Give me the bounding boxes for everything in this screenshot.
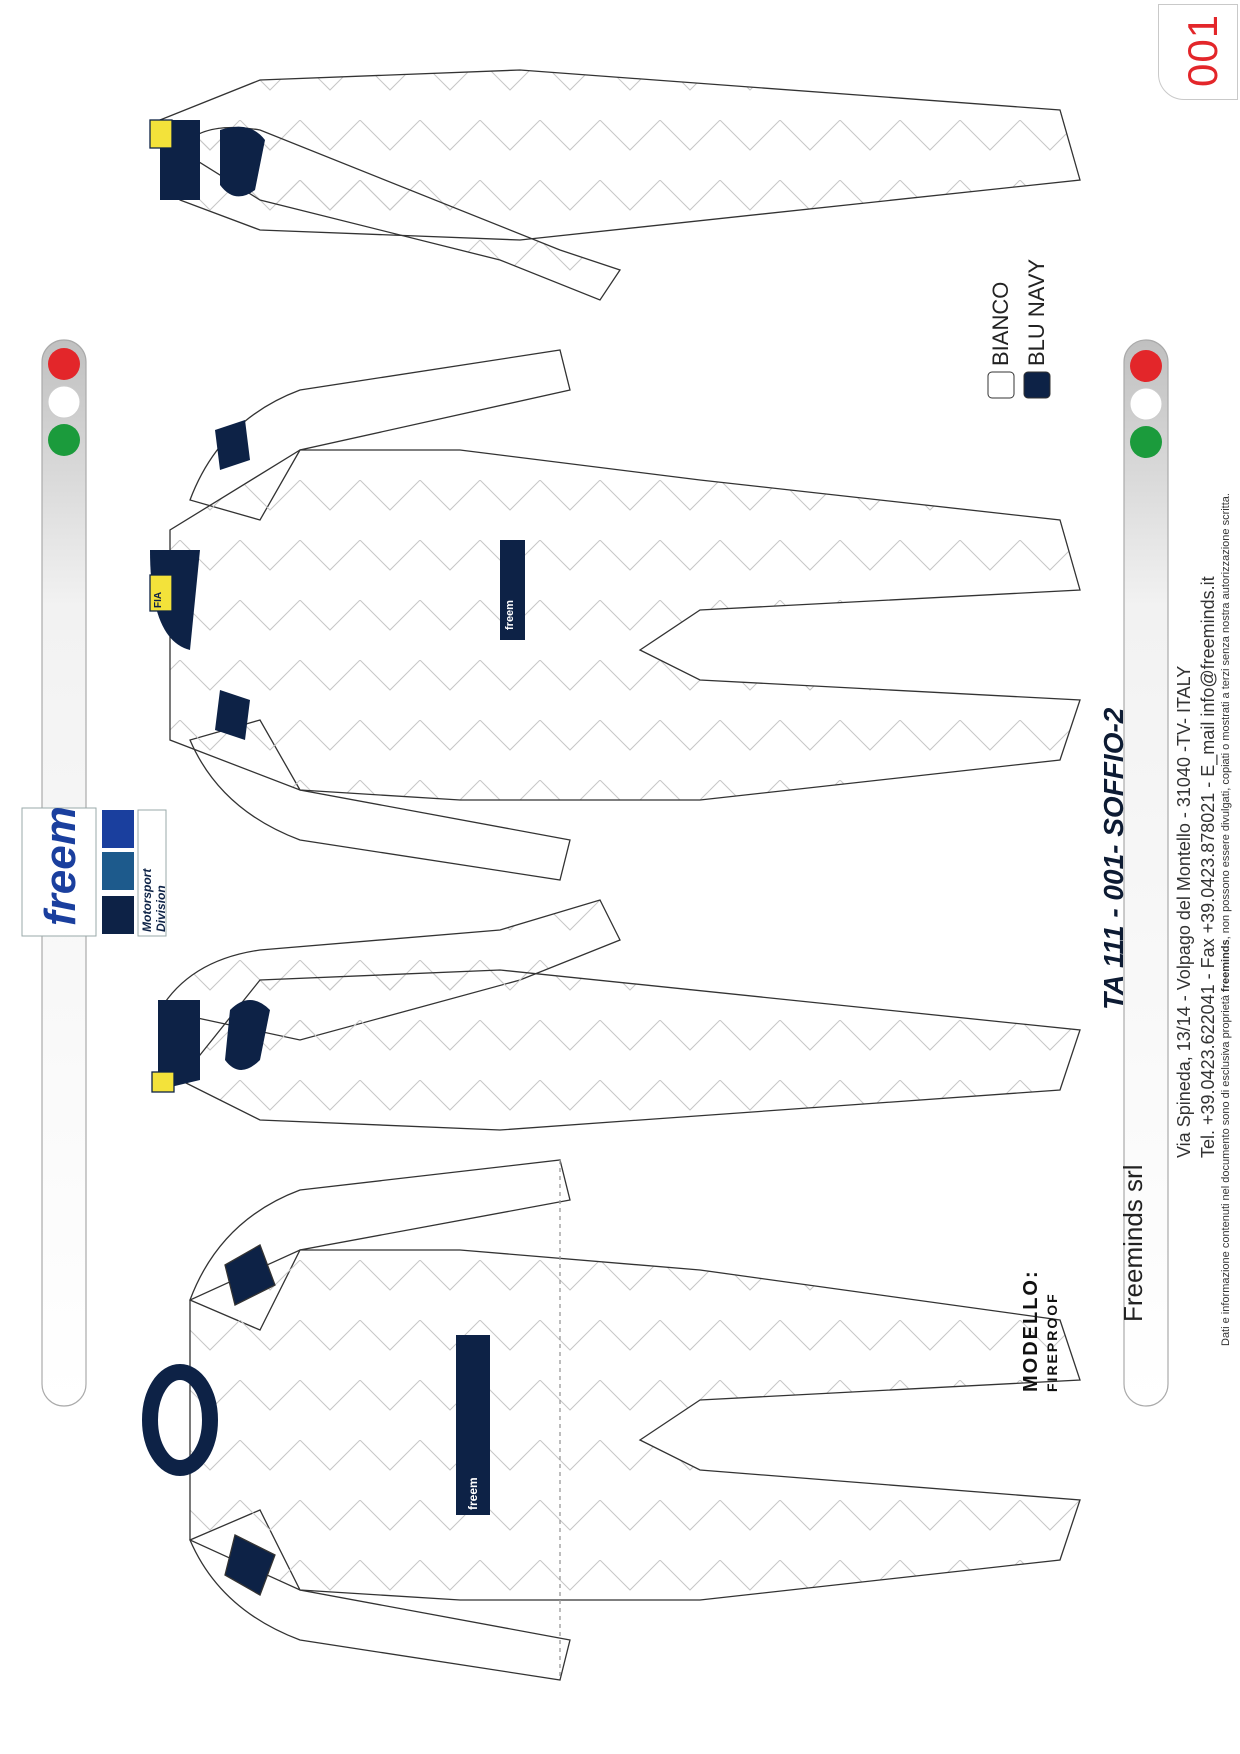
page-title: TA 111 - 001- SOFFIO-2	[1098, 707, 1129, 1010]
freem-logo-block	[21, 807, 167, 937]
right-flag-bar	[1123, 339, 1169, 1407]
front-belt-logo: freem	[466, 1477, 480, 1510]
fia-back-badge	[149, 574, 173, 612]
suit-back-view	[149, 349, 1081, 881]
back-fia-text: FIA	[153, 591, 164, 608]
disclaimer-brand: freeminds	[1220, 939, 1232, 992]
flag-white-dot	[47, 385, 81, 419]
sleeve-patch	[225, 1000, 270, 1070]
suit-left-side-view	[151, 899, 1081, 1131]
legend-swatch-blu-navy	[1023, 371, 1051, 399]
left-shoulder-patch	[224, 1244, 276, 1306]
flag-red-dot	[1130, 350, 1162, 382]
model-value: FIREPROOF	[1044, 1292, 1060, 1392]
logo-brand-text: freem	[36, 806, 85, 926]
flag-green-dot	[48, 424, 80, 456]
back-shoulder-left	[215, 420, 250, 470]
company-disclaimer: Dati e informazione contenuti nel docume…	[1220, 493, 1232, 1346]
chest-belt-band	[456, 1335, 490, 1515]
right-shoulder-patch	[224, 1534, 276, 1596]
model-label: MODELLO:	[1020, 1269, 1042, 1392]
fia-badge-right	[149, 119, 173, 149]
collar-ring	[142, 1364, 218, 1476]
logo-sub2-text: Division	[154, 885, 168, 932]
fia-badge	[151, 1071, 175, 1093]
suit-front-view	[142, 1159, 1081, 1681]
legend-swatch-bianco	[987, 371, 1015, 399]
back-belt-logo: freem	[504, 600, 516, 630]
collar-side	[158, 1000, 200, 1090]
disclaimer-text-b: , non possono essere divulgati, copiati …	[1220, 493, 1232, 940]
flag-white-dot	[1129, 387, 1163, 421]
page-number: 001	[1179, 13, 1226, 87]
company-name: Freeminds srl	[1118, 1164, 1148, 1322]
logo-sub-text: Motorsport	[140, 868, 154, 932]
legend-label-blu-navy: BLU NAVY	[1024, 258, 1049, 366]
flag-red-dot	[48, 348, 80, 380]
company-address: Via Spineda, 13/14 - Volpago del Montell…	[1174, 665, 1194, 1158]
company-contacts: Tel. +39.0423.622041 - Fax +39.0423.8780…	[1198, 576, 1218, 1158]
back-shoulder-right	[215, 690, 250, 740]
back-belt-patch	[500, 540, 525, 640]
flag-green-dot	[1130, 426, 1162, 458]
front-collar-logo: freem	[206, 1410, 218, 1440]
suit-right-side-view	[149, 69, 1081, 301]
sleeve-patch-right	[220, 126, 265, 197]
disclaimer-text-a: Dati e informazione contenuti nel docume…	[1220, 991, 1232, 1346]
page-number-badge: 001	[1158, 4, 1238, 100]
legend-label-bianco: BIANCO	[988, 281, 1013, 366]
